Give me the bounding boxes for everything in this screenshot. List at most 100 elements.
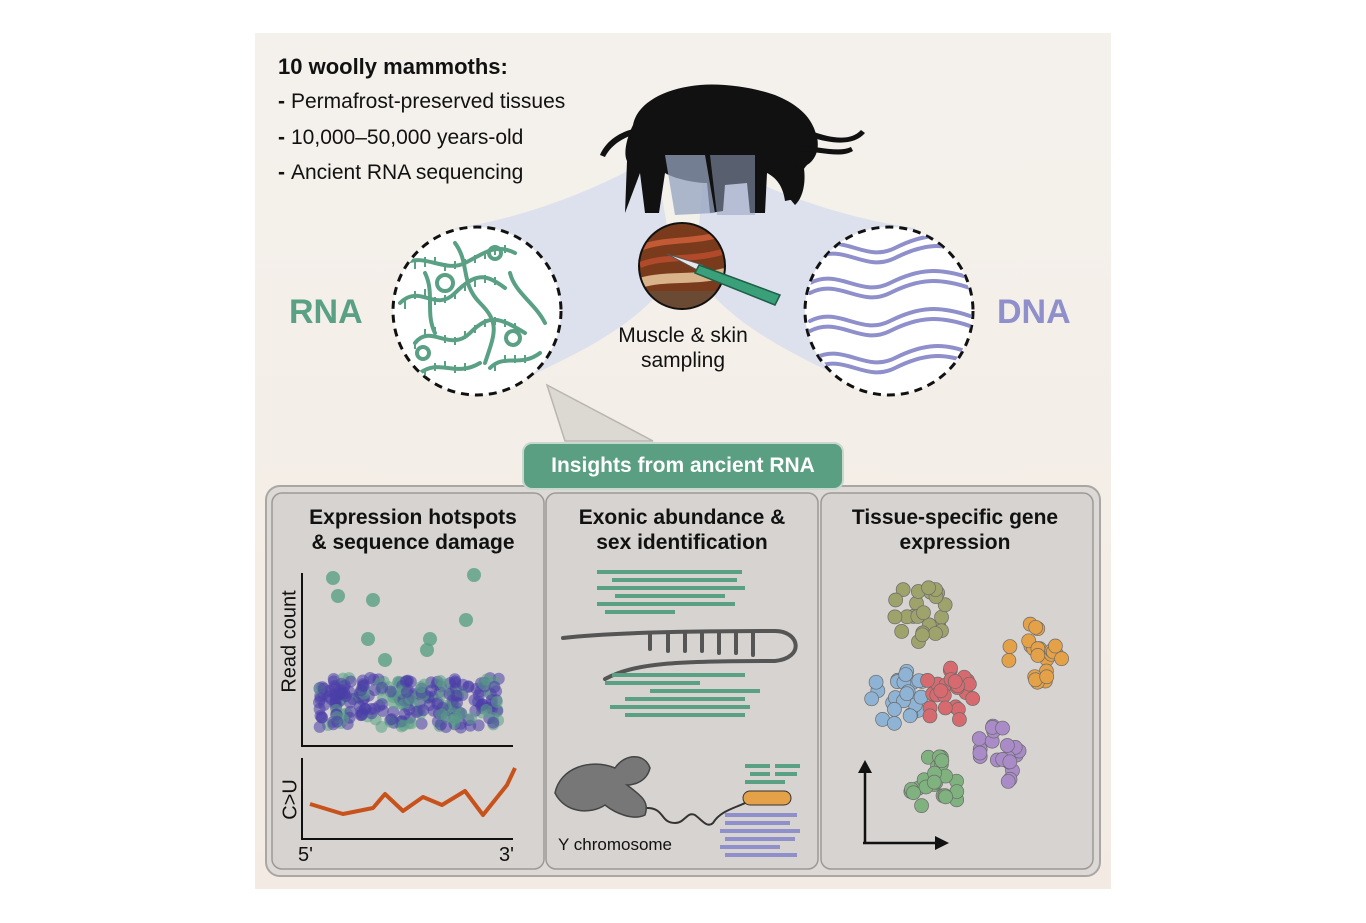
hotspot-dot [423, 632, 437, 646]
read-dot [425, 684, 438, 697]
read-dot [451, 696, 464, 709]
hotspot-dot [326, 571, 340, 585]
read-dot [385, 713, 398, 726]
read-dot [477, 677, 490, 690]
cluster-dot [920, 673, 935, 688]
read-dot [490, 695, 503, 708]
intro-item: -10,000–50,000 years-old [278, 126, 523, 150]
cluster-dot [1054, 651, 1069, 666]
read-dot [357, 679, 370, 692]
panel-3-title-line-2: expression [899, 531, 1011, 554]
read-dot [376, 681, 389, 694]
cluster-dot [887, 702, 902, 717]
hotspot-dot [366, 593, 380, 607]
intro-item-text: 10,000–50,000 years-old [291, 126, 524, 149]
panel-2-title-line-2: sex identification [596, 531, 768, 554]
read-dot [487, 716, 500, 729]
hotspot-dot [331, 589, 345, 603]
read-dot [398, 708, 411, 721]
panel-3-title: Tissue-specific gene expression [825, 505, 1085, 555]
exon-reads-top [597, 570, 745, 614]
cluster-dot [1002, 639, 1018, 654]
cluster-dot [906, 785, 921, 801]
cluster-dot [868, 674, 884, 690]
read-dot [410, 705, 423, 718]
sampling-caption: Muscle & skin sampling [601, 323, 765, 373]
figure: 10 woolly mammoths: -Permafrost-preserve… [255, 33, 1111, 889]
cluster-dot [1000, 738, 1015, 753]
read-dot [359, 702, 372, 715]
intro-item-text: Permafrost-preserved tissues [291, 90, 566, 113]
read-count-axis-label: Read count [278, 590, 301, 693]
read-dot [480, 703, 493, 716]
cluster-dot [934, 609, 949, 625]
read-dot [405, 717, 418, 730]
hotspot-dot [467, 568, 481, 582]
hotspot-dot [378, 653, 392, 667]
bullet-dash: - [278, 161, 285, 184]
y-reads [720, 764, 800, 857]
hotspot-dot [420, 643, 434, 657]
scalpel-icon [638, 222, 782, 310]
insights-banner: Insights from ancient RNA [522, 442, 844, 490]
mammoth-silhouette [600, 84, 865, 215]
bullet-dash: - [278, 90, 285, 113]
cluster-dot [926, 774, 942, 790]
tissue-clusters [864, 580, 1069, 813]
read-dot [344, 696, 357, 709]
sampling-line-1: Muscle & skin [618, 324, 748, 347]
read-dot [488, 680, 501, 693]
c-to-u-damage-line [309, 767, 517, 817]
read-dot [400, 685, 413, 698]
read-dot [338, 686, 351, 699]
panel-1-title: Expression hotspots & sequence damage [281, 505, 545, 555]
cluster-dot [1000, 774, 1016, 789]
cluster-dot [1039, 669, 1055, 685]
panel-1-title-line-2: & sequence damage [311, 531, 515, 554]
cluster-dot [938, 789, 954, 805]
cluster-dot [934, 753, 950, 769]
dna-label: DNA [997, 293, 1071, 331]
read-dot [450, 711, 463, 724]
cluster-dot [965, 691, 981, 706]
cluster-dot [864, 691, 879, 707]
three-prime-label: 3' [499, 844, 514, 866]
read-dot [331, 715, 344, 728]
exon-reads-bottom [605, 673, 760, 717]
read-dot [344, 705, 357, 718]
intro-item-text: Ancient RNA sequencing [291, 161, 524, 184]
intro-item: -Ancient RNA sequencing [278, 161, 523, 185]
cluster-dot [922, 708, 938, 724]
rna-strands-icon [391, 225, 563, 397]
read-dot [434, 674, 447, 687]
panel-3-title-line-1: Tissue-specific gene [851, 506, 1059, 529]
c-to-u-axis-label: C>U [279, 779, 302, 820]
cluster-dot [1001, 653, 1017, 668]
cluster-dot [952, 712, 967, 727]
rna-label: RNA [289, 293, 363, 331]
panel-2-title-line-1: Exonic abundance & [578, 506, 786, 529]
read-dot [325, 692, 338, 705]
panel-2-title: Exonic abundance & sex identification [551, 505, 813, 555]
cluster-dot [1048, 638, 1063, 654]
read-dot [472, 719, 485, 732]
bullet-dash: - [278, 126, 285, 149]
cluster-dot [902, 708, 918, 724]
cluster-dot [888, 592, 904, 608]
figure-art [265, 84, 1101, 877]
read-dot [415, 717, 428, 730]
cluster-dot [928, 626, 943, 641]
panel-1-title-line-1: Expression hotspots [309, 506, 517, 529]
cluster-dot [914, 798, 929, 813]
read-dot [314, 692, 327, 705]
read-count-axes [301, 573, 513, 840]
read-dot [317, 682, 330, 695]
read-dot [399, 675, 412, 688]
read-dot [435, 708, 448, 721]
cluster-dot [937, 700, 953, 716]
cluster-axes [858, 760, 949, 850]
five-prime-label: 5' [298, 844, 313, 866]
read-dot [449, 676, 462, 689]
cluster-dot [898, 667, 914, 682]
cluster-dot [971, 731, 987, 746]
